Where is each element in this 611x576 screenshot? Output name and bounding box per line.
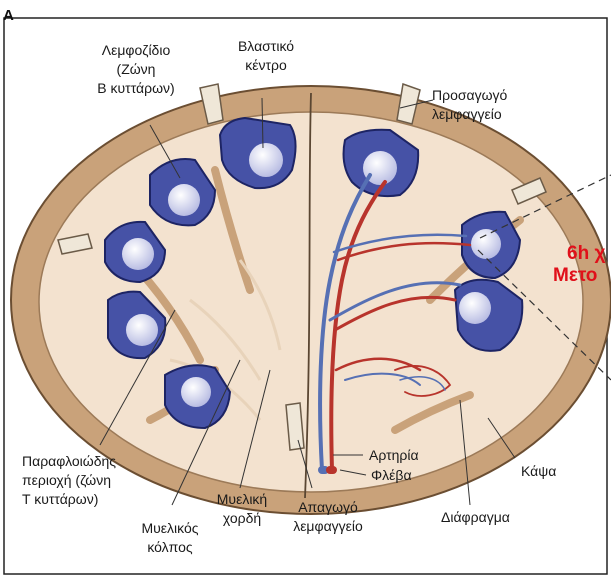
label-lymph-follicle-line3: Β κυττάρων) (76, 79, 196, 98)
label-afferent-vessel-line2: λεμφαγγείο (432, 105, 507, 124)
panel-letter: A (3, 7, 14, 24)
label-medullary-cord-line1: Μυελική (212, 490, 272, 509)
label-septum: Διάφραγμα (441, 508, 510, 527)
annotation-line2: Μετο (553, 265, 597, 287)
label-paracortex: Παραφλοιώδης περιοχή (ζώνη Τ κυττάρων) (22, 452, 116, 509)
label-germinal-center-line1: Βλαστικό (226, 37, 306, 56)
label-paracortex-line2: περιοχή (ζώνη (22, 471, 116, 490)
label-artery: Αρτηρία (369, 446, 419, 465)
label-efferent-vessel: Απαγωγό λεμφαγγείο (278, 498, 378, 536)
label-capsule: Κάψα (521, 462, 556, 481)
label-medullary-sinus-line2: κόλπος (130, 538, 210, 557)
label-lymph-follicle-line1: Λεμφοζίδιο (76, 41, 196, 60)
label-afferent-vessel-line1: Προσαγωγό (432, 86, 507, 105)
label-lymph-follicle: Λεμφοζίδιο (Ζώνη Β κυττάρων) (76, 41, 196, 98)
label-efferent-vessel-line2: λεμφαγγείο (278, 517, 378, 536)
label-vein: Φλέβα (371, 466, 412, 485)
label-medullary-cord-line2: χορδή (212, 509, 272, 528)
label-paracortex-line1: Παραφλοιώδης (22, 452, 116, 471)
label-medullary-sinus-line1: Μυελικός (130, 519, 210, 538)
label-efferent-vessel-line1: Απαγωγό (278, 498, 378, 517)
label-germinal-center: Βλαστικό κέντρο (226, 37, 306, 75)
label-medullary-sinus: Μυελικός κόλπος (130, 519, 210, 557)
label-afferent-vessel: Προσαγωγό λεμφαγγείο (432, 86, 507, 124)
label-paracortex-line3: Τ κυττάρων) (22, 490, 116, 509)
annotation-line1: 6h χ (567, 243, 605, 265)
label-lymph-follicle-line2: (Ζώνη (76, 60, 196, 79)
label-germinal-center-line2: κέντρο (226, 56, 306, 75)
label-medullary-cord: Μυελική χορδή (212, 490, 272, 528)
